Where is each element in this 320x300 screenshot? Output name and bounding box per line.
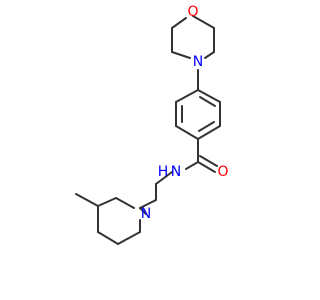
atom-label-morpholine-nitrogen: N — [193, 54, 203, 70]
bond — [175, 89, 199, 103]
bond — [155, 171, 173, 185]
atom-label-amide-nitrogen: N — [171, 164, 181, 180]
bond — [139, 207, 147, 215]
bond — [97, 231, 119, 245]
bonds — [75, 15, 221, 245]
canvas-background — [0, 0, 300, 300]
bond — [204, 51, 215, 59]
atom-labels: O N O H N N — [141, 4, 229, 222]
bond — [75, 193, 99, 207]
bond — [139, 199, 157, 209]
bond — [171, 17, 187, 29]
bond — [198, 121, 215, 132]
atom-label-morpholine-oxygen: O — [187, 4, 198, 20]
atom-label-carbonyl-oxygen: O — [217, 164, 228, 180]
bond — [175, 125, 199, 140]
bond — [97, 197, 117, 207]
structure-diagram: O N O H N N — [0, 0, 300, 300]
bond — [197, 161, 216, 173]
bond — [197, 125, 221, 140]
bond — [192, 15, 215, 29]
atom-label-piperidine-nitrogen: N — [141, 206, 151, 222]
bond — [199, 96, 216, 107]
bond — [185, 161, 199, 170]
bond — [199, 155, 218, 167]
bond — [197, 89, 221, 103]
bond — [115, 197, 135, 209]
bond — [117, 231, 141, 245]
atom-label-amide-hydrogen: H — [158, 164, 169, 180]
bond — [171, 51, 191, 59]
